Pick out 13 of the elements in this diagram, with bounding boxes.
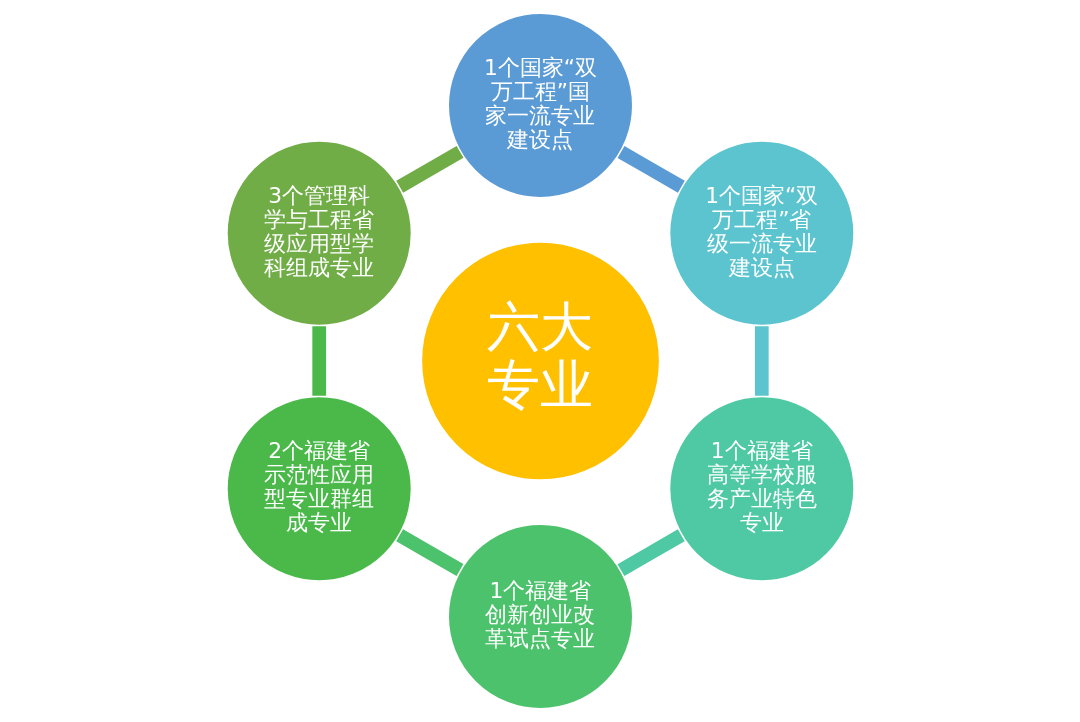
node-circle: 六大专业 <box>419 240 661 482</box>
connector <box>395 529 463 576</box>
node-circle: 2个福建省示范性应用型专业群组成专业 <box>224 395 413 583</box>
node-circle: 1个国家“双万工程”国家一流专业建设点 <box>446 11 634 200</box>
connector <box>395 145 463 193</box>
connector <box>617 146 685 193</box>
connector <box>617 529 685 577</box>
node-circle: 3个管理科学与工程省级应用型学科组成专业 <box>224 139 413 327</box>
node-circle: 1个国家“双万工程”省级一流专业建设点 <box>667 139 856 327</box>
connector <box>311 326 326 396</box>
connector <box>754 326 769 396</box>
node-circle: 1个福建省高等学校服务产业特色专业 <box>667 395 856 583</box>
node-circle: 1个福建省创新创业改革试点专业 <box>446 522 634 711</box>
